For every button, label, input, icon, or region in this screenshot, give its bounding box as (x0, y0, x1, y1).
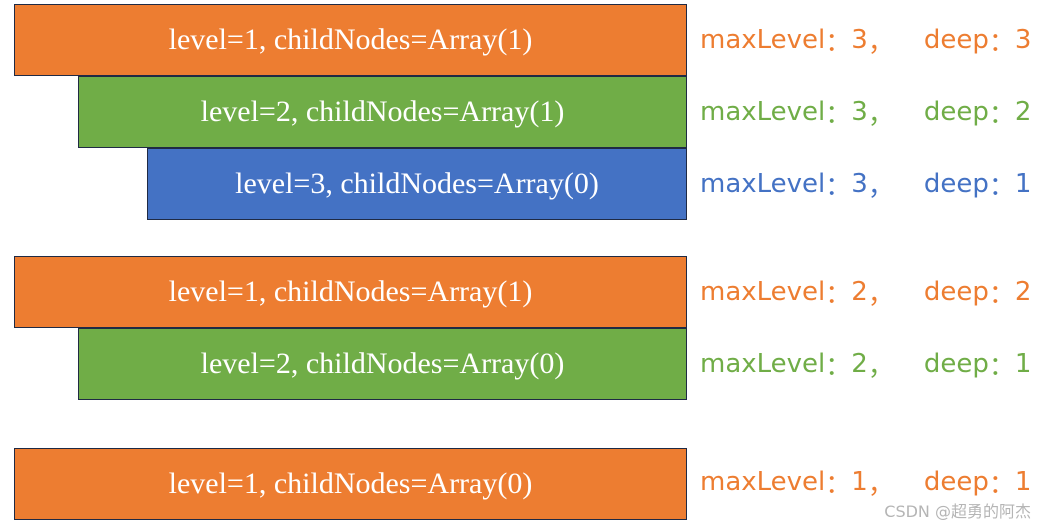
deep-label: deep (923, 169, 989, 199)
colon: ： (988, 171, 1015, 202)
tree-node-g1-level1: level=1, childNodes=Array(1) (14, 4, 687, 76)
annotation-g1-level3: maxLevel：3，deep：1 (700, 148, 1031, 220)
maxlevel-label: maxLevel (700, 25, 826, 55)
colon: ： (988, 27, 1015, 58)
tree-node-g2-level2: level=2, childNodes=Array(0) (78, 328, 687, 400)
comma: ， (867, 351, 894, 382)
colon: ： (825, 99, 852, 130)
node-label: level=3, childNodes=Array(0) (235, 167, 599, 200)
deep-value: 1 (1014, 467, 1032, 497)
comma: ， (867, 279, 894, 310)
maxlevel-value: 2 (851, 277, 868, 307)
deep-label: deep (923, 277, 989, 307)
colon: ： (988, 351, 1015, 382)
annotation-g2-level1: maxLevel：2，deep：2 (700, 256, 1031, 328)
tree-node-g1-level3: level=3, childNodes=Array(0) (147, 148, 687, 220)
deep-value: 2 (1014, 97, 1032, 127)
colon: ： (988, 469, 1015, 500)
colon: ： (825, 351, 852, 382)
tree-node-g2-level1: level=1, childNodes=Array(1) (14, 256, 687, 328)
deep-value: 1 (1014, 169, 1032, 199)
deep-label: deep (923, 25, 989, 55)
comma: ， (867, 99, 894, 130)
node-label: level=1, childNodes=Array(1) (168, 23, 533, 56)
maxlevel-value: 3 (851, 169, 868, 199)
maxlevel-value: 3 (851, 97, 868, 127)
tree-node-g3-level1: level=1, childNodes=Array(0) (14, 448, 687, 520)
node-label: level=2, childNodes=Array(1) (200, 95, 565, 128)
annotation-g1-level2: maxLevel：3，deep：2 (700, 76, 1031, 148)
deep-label: deep (923, 97, 989, 127)
watermark: CSDN @超勇的阿杰 (884, 502, 1031, 521)
colon: ： (825, 27, 852, 58)
tree-node-g1-level2: level=2, childNodes=Array(1) (78, 76, 687, 148)
deep-value: 2 (1014, 277, 1032, 307)
node-label: level=1, childNodes=Array(0) (168, 467, 533, 500)
colon: ： (825, 171, 852, 202)
colon: ： (988, 279, 1015, 310)
maxlevel-label: maxLevel (700, 277, 826, 307)
annotation-g2-level2: maxLevel：2，deep：1 (700, 328, 1031, 400)
deep-value: 1 (1014, 349, 1032, 379)
node-label: level=1, childNodes=Array(1) (168, 275, 533, 308)
node-label: level=2, childNodes=Array(0) (200, 347, 565, 380)
maxlevel-value: 1 (851, 467, 868, 497)
deep-label: deep (923, 349, 989, 379)
comma: ， (867, 27, 894, 58)
maxlevel-label: maxLevel (700, 169, 826, 199)
colon: ： (825, 469, 852, 500)
maxlevel-label: maxLevel (700, 97, 826, 127)
deep-value: 3 (1014, 25, 1032, 55)
deep-label: deep (923, 467, 989, 497)
maxlevel-value: 3 (851, 25, 868, 55)
comma: ， (867, 469, 894, 500)
colon: ： (988, 99, 1015, 130)
annotation-g3-level1: maxLevel：1，deep：1 (700, 446, 1031, 518)
comma: ， (867, 171, 894, 202)
maxlevel-label: maxLevel (700, 467, 826, 497)
annotation-g1-level1: maxLevel：3，deep：3 (700, 4, 1031, 76)
maxlevel-label: maxLevel (700, 349, 826, 379)
colon: ： (825, 279, 852, 310)
maxlevel-value: 2 (851, 349, 868, 379)
